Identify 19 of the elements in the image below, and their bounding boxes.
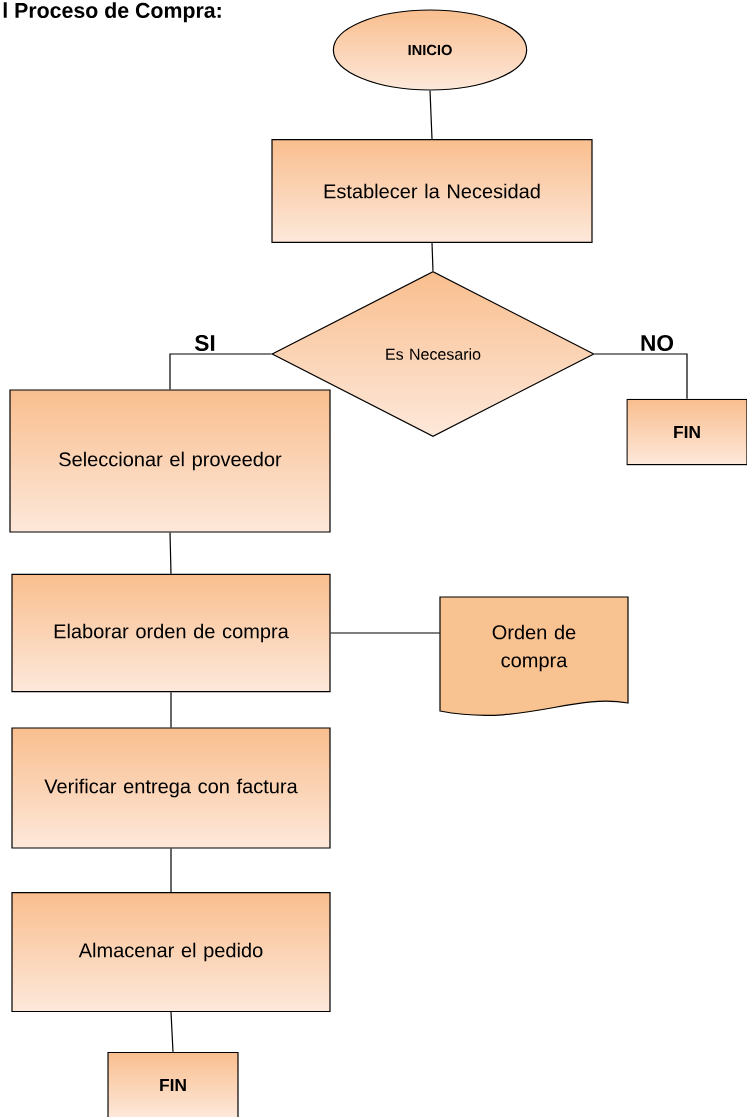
- connector-line: [431, 242, 434, 272]
- heading: l Proceso de Compra:: [3, 2, 221, 23]
- connector-line: [169, 353, 272, 390]
- connector-line: [169, 532, 172, 575]
- connector-line: [429, 90, 433, 140]
- connector-line: [594, 353, 688, 400]
- connector-line: [330, 632, 441, 634]
- connector-line: [170, 691, 172, 728]
- process-box: Establecer la Necesidad: [271, 138, 593, 244]
- edge-label: SI: [194, 335, 215, 352]
- process-box: Verificar entrega con factura: [11, 727, 331, 849]
- end-box: FIN: [107, 1051, 239, 1117]
- connector-line: [170, 848, 172, 893]
- process-box: Seleccionar el proveedor: [9, 389, 331, 533]
- process-box: Elaborar orden de compra: [11, 573, 331, 693]
- edge-label: NO: [641, 335, 674, 352]
- connector-line: [170, 1011, 174, 1053]
- end-box: FIN: [626, 398, 747, 466]
- process-box: Almacenar el pedido: [11, 891, 331, 1013]
